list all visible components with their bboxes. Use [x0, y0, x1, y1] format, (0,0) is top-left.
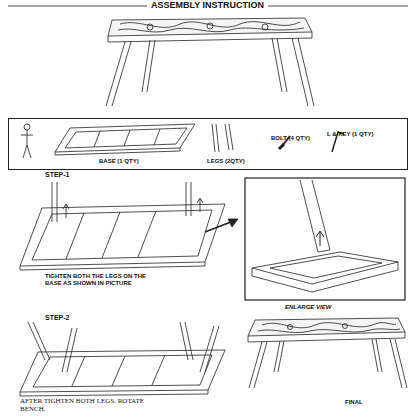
part-label: BOLT (4 QTY) [271, 135, 310, 142]
step-heading: STEP-1 [45, 171, 70, 179]
step-heading: STEP-2 [45, 314, 70, 322]
part-label: BASE (1 QTY) [99, 158, 139, 165]
page-title: ASSEMBLY INSTRUCTION [147, 0, 268, 10]
part-label: LEGS (2QTY) [207, 158, 245, 165]
view-caption: ENLARGE VIEW [285, 304, 331, 311]
final-label: FINAL [345, 399, 363, 406]
part-label: L & KEY (1 QTY) [327, 131, 373, 138]
instruction-note: TIGHTEN BOTH THE LEGS ON THE BASE AS SHO… [45, 273, 157, 287]
enlarge-view-box: ENLARGE VIEW [245, 178, 405, 314]
instruction-note: AFTER TIGHTEN BOTH LEGS. ROTATE BENCH. [20, 397, 170, 413]
parts-box: BASE (1 QTY) LEGS (2QTY) BOLT (4 QTY) L & K… [8, 118, 408, 170]
